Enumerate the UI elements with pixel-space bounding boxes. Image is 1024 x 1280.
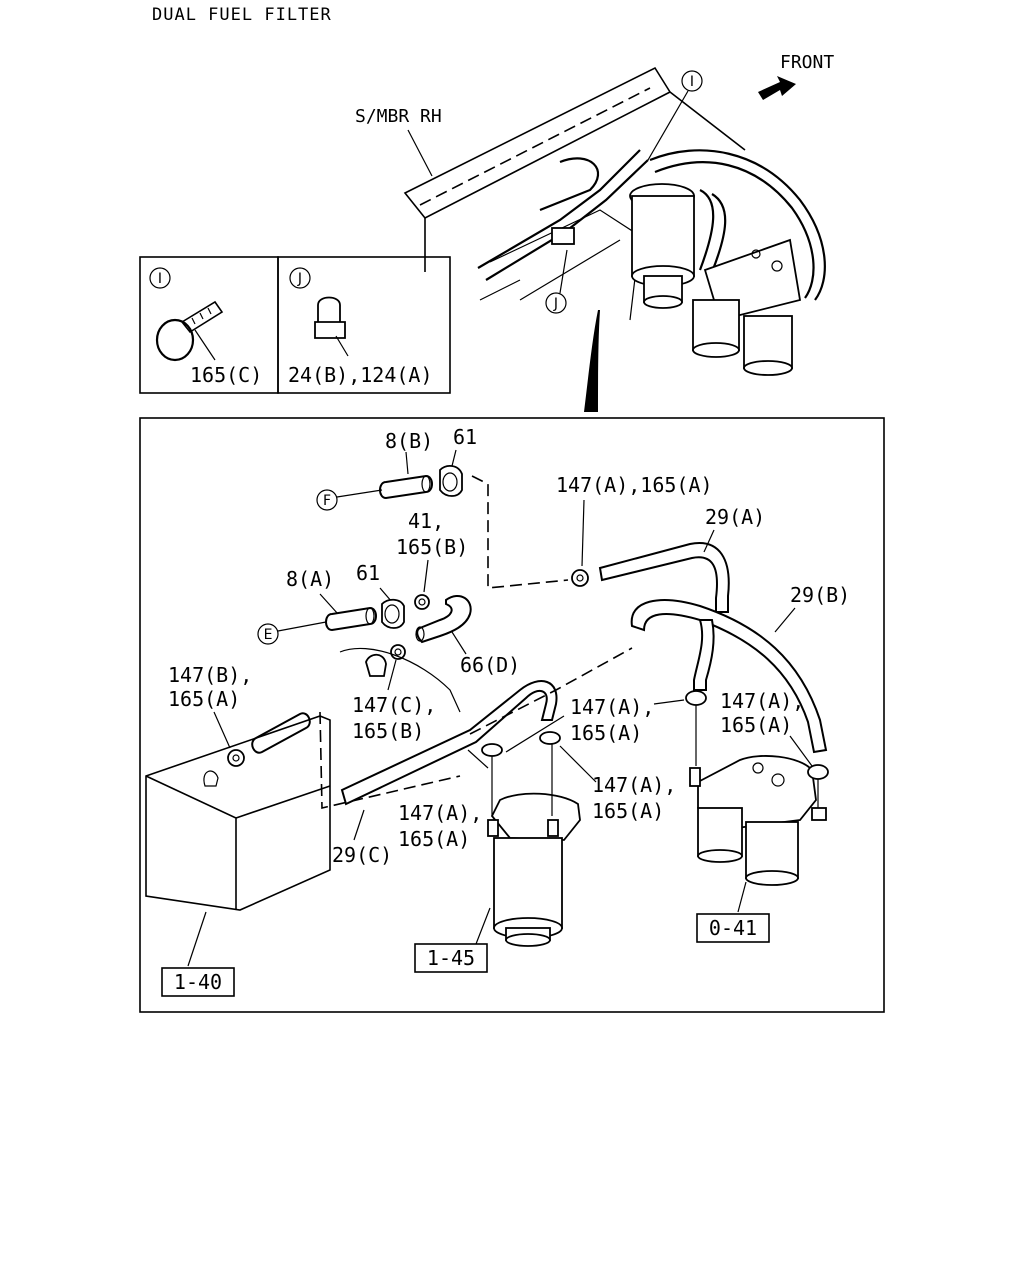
detail-j-part: 24(B),124(A)	[288, 363, 433, 387]
ref-box-filter-dual	[696, 913, 770, 943]
overview-hose-d	[539, 157, 600, 212]
label-61-mid: 61	[356, 561, 380, 585]
label-147c: 147(C),	[352, 693, 436, 717]
clip-61-top	[439, 449, 463, 497]
label-165a-left: 165(A)	[168, 687, 240, 711]
label-165a-c2: 165(A)	[592, 799, 664, 823]
label-165a-c1: 165(A)	[398, 827, 470, 851]
clamp-147a-c1	[481, 743, 503, 816]
member-leader	[407, 129, 433, 177]
label-8a: 8(A)	[286, 567, 334, 591]
hose-short-left	[251, 712, 311, 754]
exploded-view-frame	[139, 417, 885, 1013]
routing-dash-29c	[469, 647, 633, 735]
marker-f: F	[316, 489, 383, 511]
label-165a-r1: 165(A)	[570, 721, 642, 745]
label-165a-r2: 165(A)	[720, 713, 792, 737]
label-61-top: 61	[453, 425, 477, 449]
detail-box-i: I 165(C)	[139, 256, 279, 394]
diagram-title: DUAL FUEL FILTER	[152, 5, 332, 25]
label-29a: 29(A)	[705, 505, 765, 529]
clip-61-mid	[381, 598, 405, 629]
ref-filter-dual: 0-41	[709, 916, 757, 940]
hose-8a	[325, 606, 377, 632]
clamp-147a-r2	[807, 764, 829, 808]
ref-box-tank	[161, 967, 235, 997]
routing-dash-left	[319, 711, 461, 810]
hose-66d	[415, 595, 472, 644]
hose-29c	[340, 680, 558, 806]
clamp-147a-top	[571, 569, 589, 587]
label-29b: 29(B)	[790, 583, 850, 607]
front-arrow-icon	[758, 76, 796, 100]
leader-147a-top	[581, 499, 585, 567]
hose-29a	[598, 542, 730, 613]
svg-text:J: J	[553, 296, 558, 312]
detail-box-j: J 24(B),124(A)	[277, 256, 451, 394]
label-147a-165a-top: 147(A),165(A)	[556, 473, 713, 497]
overview-hose-c2	[710, 193, 727, 273]
elbow-fitting	[365, 653, 387, 677]
marker-e: E	[257, 621, 327, 645]
hose-29b-branch	[693, 619, 715, 691]
svg-text:E: E	[264, 627, 273, 643]
clamp-147a-c2	[539, 731, 561, 816]
label-147a-c2: 147(A),	[592, 773, 676, 797]
label-147a-c1: 147(A),	[398, 801, 482, 825]
detail-i-marker: I	[158, 271, 162, 287]
hose-29b	[630, 599, 828, 754]
callout-j-marker: J	[545, 227, 575, 314]
svg-text:F: F	[323, 493, 331, 509]
detail-j-marker: J	[297, 271, 302, 287]
label-66d: 66(D)	[460, 653, 520, 677]
cable-tie-icon	[155, 318, 195, 362]
label-165b: 165(B)	[396, 535, 468, 559]
overview-filter-single	[629, 183, 695, 309]
label-147a-r2: 147(A),	[720, 689, 804, 713]
overview-hose-c	[698, 189, 715, 271]
overview-assembly: S/MBR RH FRONT	[355, 52, 834, 412]
clamp-147a-r1	[685, 690, 707, 766]
clamp-41	[414, 594, 430, 610]
member-label: S/MBR RH	[355, 106, 442, 127]
overview-hose-b	[649, 149, 826, 301]
overview-hose-a	[477, 149, 641, 269]
filter-dual	[689, 755, 827, 886]
filter-single	[487, 792, 581, 947]
overview-hose-a2	[485, 159, 649, 281]
front-label: FRONT	[780, 52, 834, 73]
label-29c: 29(C)	[332, 843, 392, 867]
overview-hose-b2	[654, 161, 815, 299]
label-147b: 147(B),	[168, 663, 252, 687]
detail-i-part: 165(C)	[190, 363, 262, 387]
clamp-147b	[227, 749, 245, 767]
routing-dash-top	[471, 475, 569, 589]
overview-filter-dual	[692, 238, 802, 376]
hose-clip-icon	[317, 296, 341, 326]
label-165b-mid: 165(B)	[352, 719, 424, 743]
ref-box-filter-single	[414, 943, 488, 973]
callout-i-marker: I	[647, 70, 703, 161]
fuel-tank	[145, 715, 331, 911]
detail-pointer	[584, 310, 600, 412]
label-147a-r1: 147(A),	[570, 695, 654, 719]
ref-tank: 1-40	[174, 970, 222, 994]
svg-text:I: I	[690, 74, 694, 90]
hose-8b	[379, 451, 433, 500]
label-8b: 8(B)	[385, 429, 433, 453]
ref-filter-single: 1-45	[427, 946, 475, 970]
label-41: 41,	[408, 509, 444, 533]
